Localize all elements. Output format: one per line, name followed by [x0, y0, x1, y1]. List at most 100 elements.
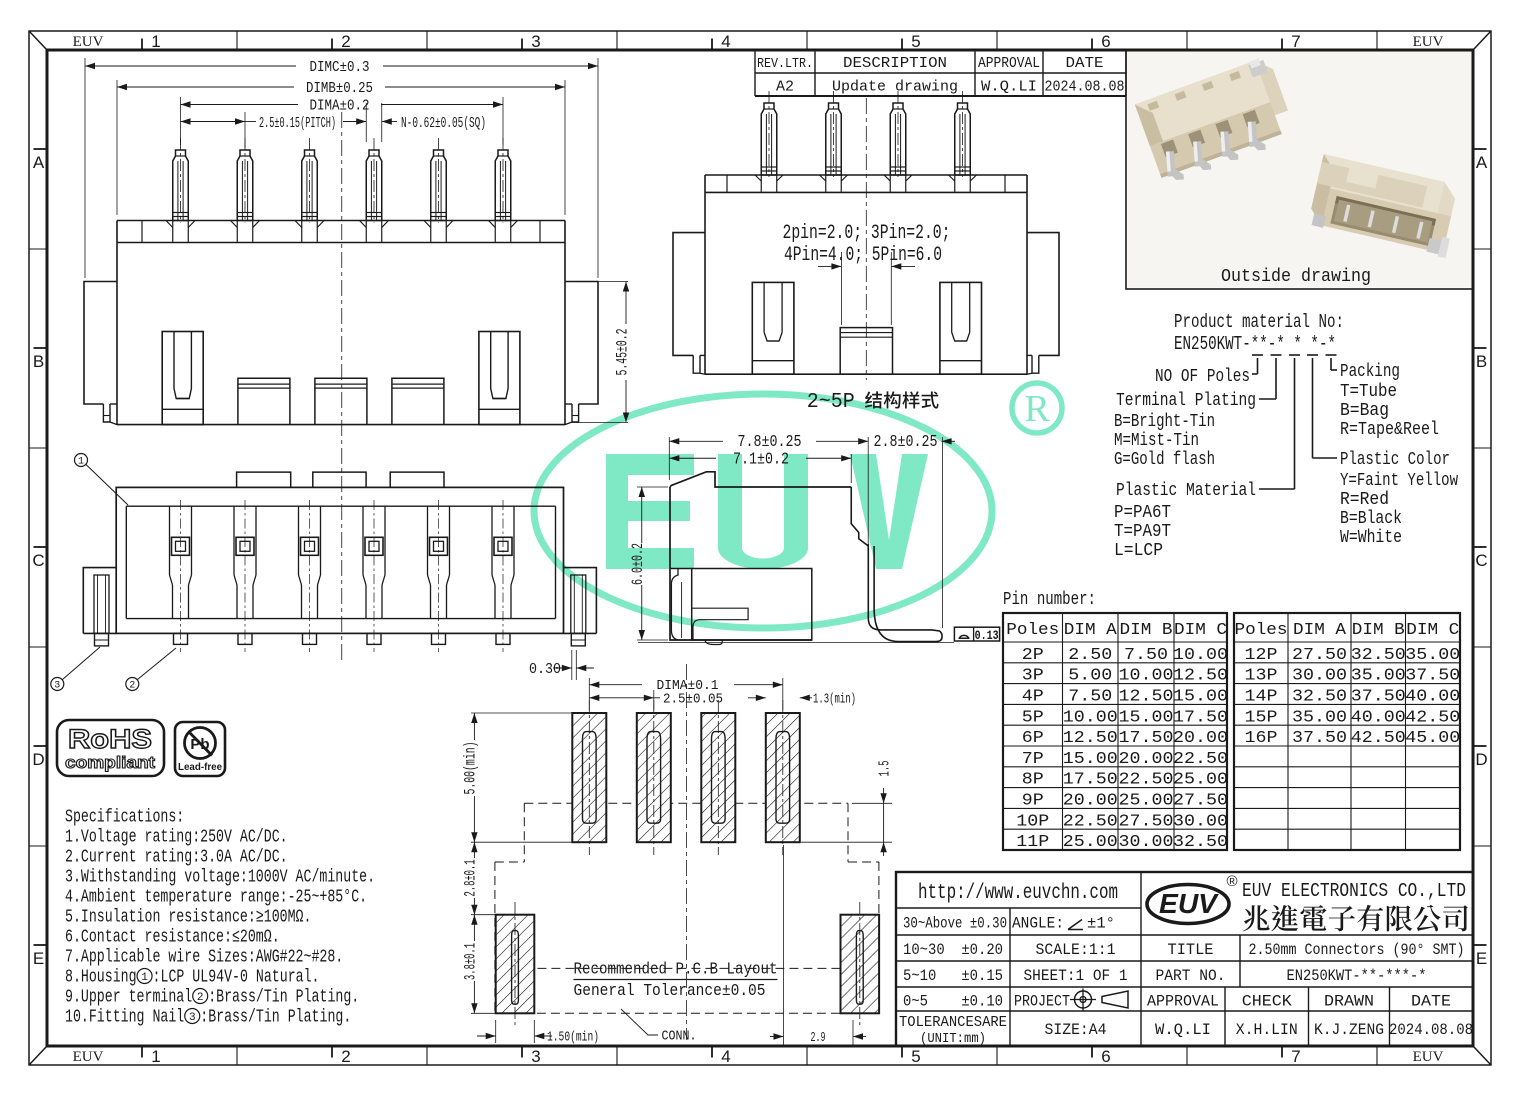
svg-text:2: 2	[129, 681, 135, 692]
svg-text:1.Voltage rating:250V AC/DC.: 1.Voltage rating:250V AC/DC.	[65, 828, 288, 848]
svg-text:B: B	[33, 352, 44, 371]
svg-text:5~10 ±0.15: 5~10 ±0.15	[903, 967, 1003, 985]
svg-text:1.5: 1.5	[877, 761, 894, 777]
svg-text:4: 4	[721, 1047, 730, 1066]
svg-text:5.00(min): 5.00(min)	[461, 742, 479, 795]
svg-text:22.50: 22.50	[1173, 750, 1228, 769]
svg-text:1: 1	[151, 1047, 160, 1066]
svg-text:25.00: 25.00	[1119, 792, 1174, 811]
svg-text:35.00: 35.00	[1292, 708, 1347, 727]
svg-text:37.50: 37.50	[1405, 667, 1460, 686]
svg-text:35.00: 35.00	[1351, 667, 1406, 686]
svg-text:2: 2	[341, 1047, 350, 1066]
svg-text:8P: 8P	[1022, 771, 1044, 790]
svg-text:2.8±0.25: 2.8±0.25	[874, 433, 938, 452]
svg-text:20.00: 20.00	[1063, 792, 1118, 811]
svg-text:DIM B: DIM B	[1120, 621, 1173, 640]
svg-text:42.50: 42.50	[1351, 729, 1406, 748]
svg-text:17.50: 17.50	[1173, 708, 1228, 727]
svg-text:EUV: EUV	[73, 34, 104, 50]
svg-text:DRAWN: DRAWN	[1324, 993, 1374, 1011]
svg-text:APPROVAL: APPROVAL	[978, 55, 1040, 72]
svg-text:32.50: 32.50	[1351, 646, 1406, 665]
svg-text:2.5±0.15(PITCH): 2.5±0.15(PITCH)	[259, 115, 336, 132]
svg-text:2.50mm Connectors (90° SMT): 2.50mm Connectors (90° SMT)	[1249, 941, 1465, 959]
svg-text:13P: 13P	[1245, 667, 1278, 686]
svg-text:Y=Faint Yellow: Y=Faint Yellow	[1340, 471, 1458, 491]
svg-text:3.Withstanding voltage:1000V A: 3.Withstanding voltage:1000V AC/minute.	[65, 868, 375, 888]
svg-text:12.50: 12.50	[1173, 667, 1228, 686]
svg-text:2024.08.08: 2024.08.08	[1389, 1021, 1473, 1039]
svg-text:8.Housing: 8.Housing	[65, 968, 137, 988]
svg-text:7.1±0.2: 7.1±0.2	[733, 451, 789, 470]
svg-text:22.50: 22.50	[1063, 812, 1118, 831]
svg-text:14P: 14P	[1245, 688, 1278, 707]
svg-text:10.00: 10.00	[1173, 646, 1228, 665]
svg-text:32.50: 32.50	[1173, 833, 1228, 852]
svg-text:PROJECT: PROJECT	[1014, 993, 1070, 1011]
svg-text:DIM B: DIM B	[1352, 621, 1405, 640]
svg-text:2.8±0.1: 2.8±0.1	[461, 860, 479, 897]
svg-text:EUV: EUV	[1413, 34, 1444, 50]
svg-text:7: 7	[1291, 1047, 1300, 1066]
svg-text:3: 3	[531, 1047, 540, 1066]
svg-text:G=Gold flash: G=Gold flash	[1114, 450, 1215, 470]
svg-text:A2: A2	[776, 79, 794, 96]
svg-text:E: E	[33, 949, 44, 968]
svg-text:35.00: 35.00	[1405, 646, 1460, 665]
svg-text:EN250KWT-**-***-*: EN250KWT-**-***-*	[1287, 967, 1427, 985]
svg-text:10.Fitting Nail: 10.Fitting Nail	[65, 1008, 184, 1028]
svg-text:5: 5	[911, 32, 920, 51]
svg-text:CONN.: CONN.	[662, 1029, 697, 1045]
svg-text:9.Upper terminal: 9.Upper terminal	[65, 988, 192, 1008]
svg-text:DIMB±0.25: DIMB±0.25	[306, 80, 373, 97]
svg-text:40.00: 40.00	[1351, 708, 1406, 727]
svg-text:(UNIT:mm): (UNIT:mm)	[920, 1031, 986, 1047]
svg-text:2: 2	[341, 32, 350, 51]
svg-text:Outside drawing: Outside drawing	[1221, 267, 1371, 287]
svg-text:±1°: ±1°	[1087, 915, 1115, 933]
svg-text:C: C	[1475, 551, 1487, 570]
svg-text:5.45±0.2: 5.45±0.2	[614, 329, 632, 376]
svg-text:6: 6	[1101, 1047, 1110, 1066]
svg-text:6P: 6P	[1022, 729, 1044, 748]
svg-text:12.50: 12.50	[1119, 688, 1174, 707]
svg-text:R=Tape&Reel: R=Tape&Reel	[1340, 420, 1439, 440]
svg-text:42.50: 42.50	[1405, 708, 1460, 727]
svg-text:7.Applicable wire Sizes:AWG#22: 7.Applicable wire Sizes:AWG#22~#28.	[65, 948, 343, 968]
svg-text:RoHS: RoHS	[68, 724, 152, 754]
svg-text:5.Insulation resistance:≥100MΩ: 5.Insulation resistance:≥100MΩ.	[65, 908, 311, 928]
svg-text:20.00: 20.00	[1119, 750, 1174, 769]
svg-text:SCALE:1:1: SCALE:1:1	[1036, 941, 1116, 959]
svg-text:6.0±0.2: 6.0±0.2	[629, 543, 647, 585]
svg-text:Specifications:: Specifications:	[65, 808, 184, 828]
svg-text:9P: 9P	[1022, 792, 1044, 811]
svg-text:1: 1	[151, 32, 160, 51]
svg-text:SIZE:A4: SIZE:A4	[1045, 1021, 1107, 1039]
svg-text:30.00: 30.00	[1173, 812, 1228, 831]
svg-text:A: A	[1476, 153, 1488, 172]
svg-text:APPROVAL: APPROVAL	[1147, 993, 1219, 1011]
svg-text:17.50: 17.50	[1063, 771, 1118, 790]
svg-text:P=PA6T: P=PA6T	[1114, 503, 1171, 523]
svg-text:PART NO.: PART NO.	[1156, 967, 1226, 985]
svg-text:0~5 ±0.10: 0~5 ±0.10	[903, 993, 1003, 1011]
svg-text:B=Bright-Tin: B=Bright-Tin	[1114, 412, 1215, 432]
svg-text:4: 4	[721, 32, 730, 51]
svg-text:T=PA9T: T=PA9T	[1114, 522, 1171, 542]
svg-text:http://www.euvchn.com: http://www.euvchn.com	[918, 882, 1118, 905]
svg-text:DIMC±0.3: DIMC±0.3	[310, 59, 370, 76]
svg-text:DIM C: DIM C	[1174, 621, 1227, 640]
svg-text:®: ®	[1226, 873, 1237, 890]
svg-text:DIMA±0.1: DIMA±0.1	[657, 678, 719, 694]
svg-text:10.00: 10.00	[1063, 708, 1118, 727]
svg-text:Plastic Material: Plastic Material	[1116, 481, 1256, 501]
svg-text:5.00: 5.00	[1068, 667, 1112, 686]
svg-text:27.50: 27.50	[1119, 812, 1174, 831]
svg-text:A: A	[33, 153, 45, 172]
svg-text:3: 3	[531, 32, 540, 51]
svg-text:EUV: EUV	[73, 1049, 104, 1065]
svg-text:12P: 12P	[1245, 646, 1278, 665]
svg-text:2P: 2P	[1022, 646, 1044, 665]
svg-text:B=Bag: B=Bag	[1340, 401, 1389, 421]
